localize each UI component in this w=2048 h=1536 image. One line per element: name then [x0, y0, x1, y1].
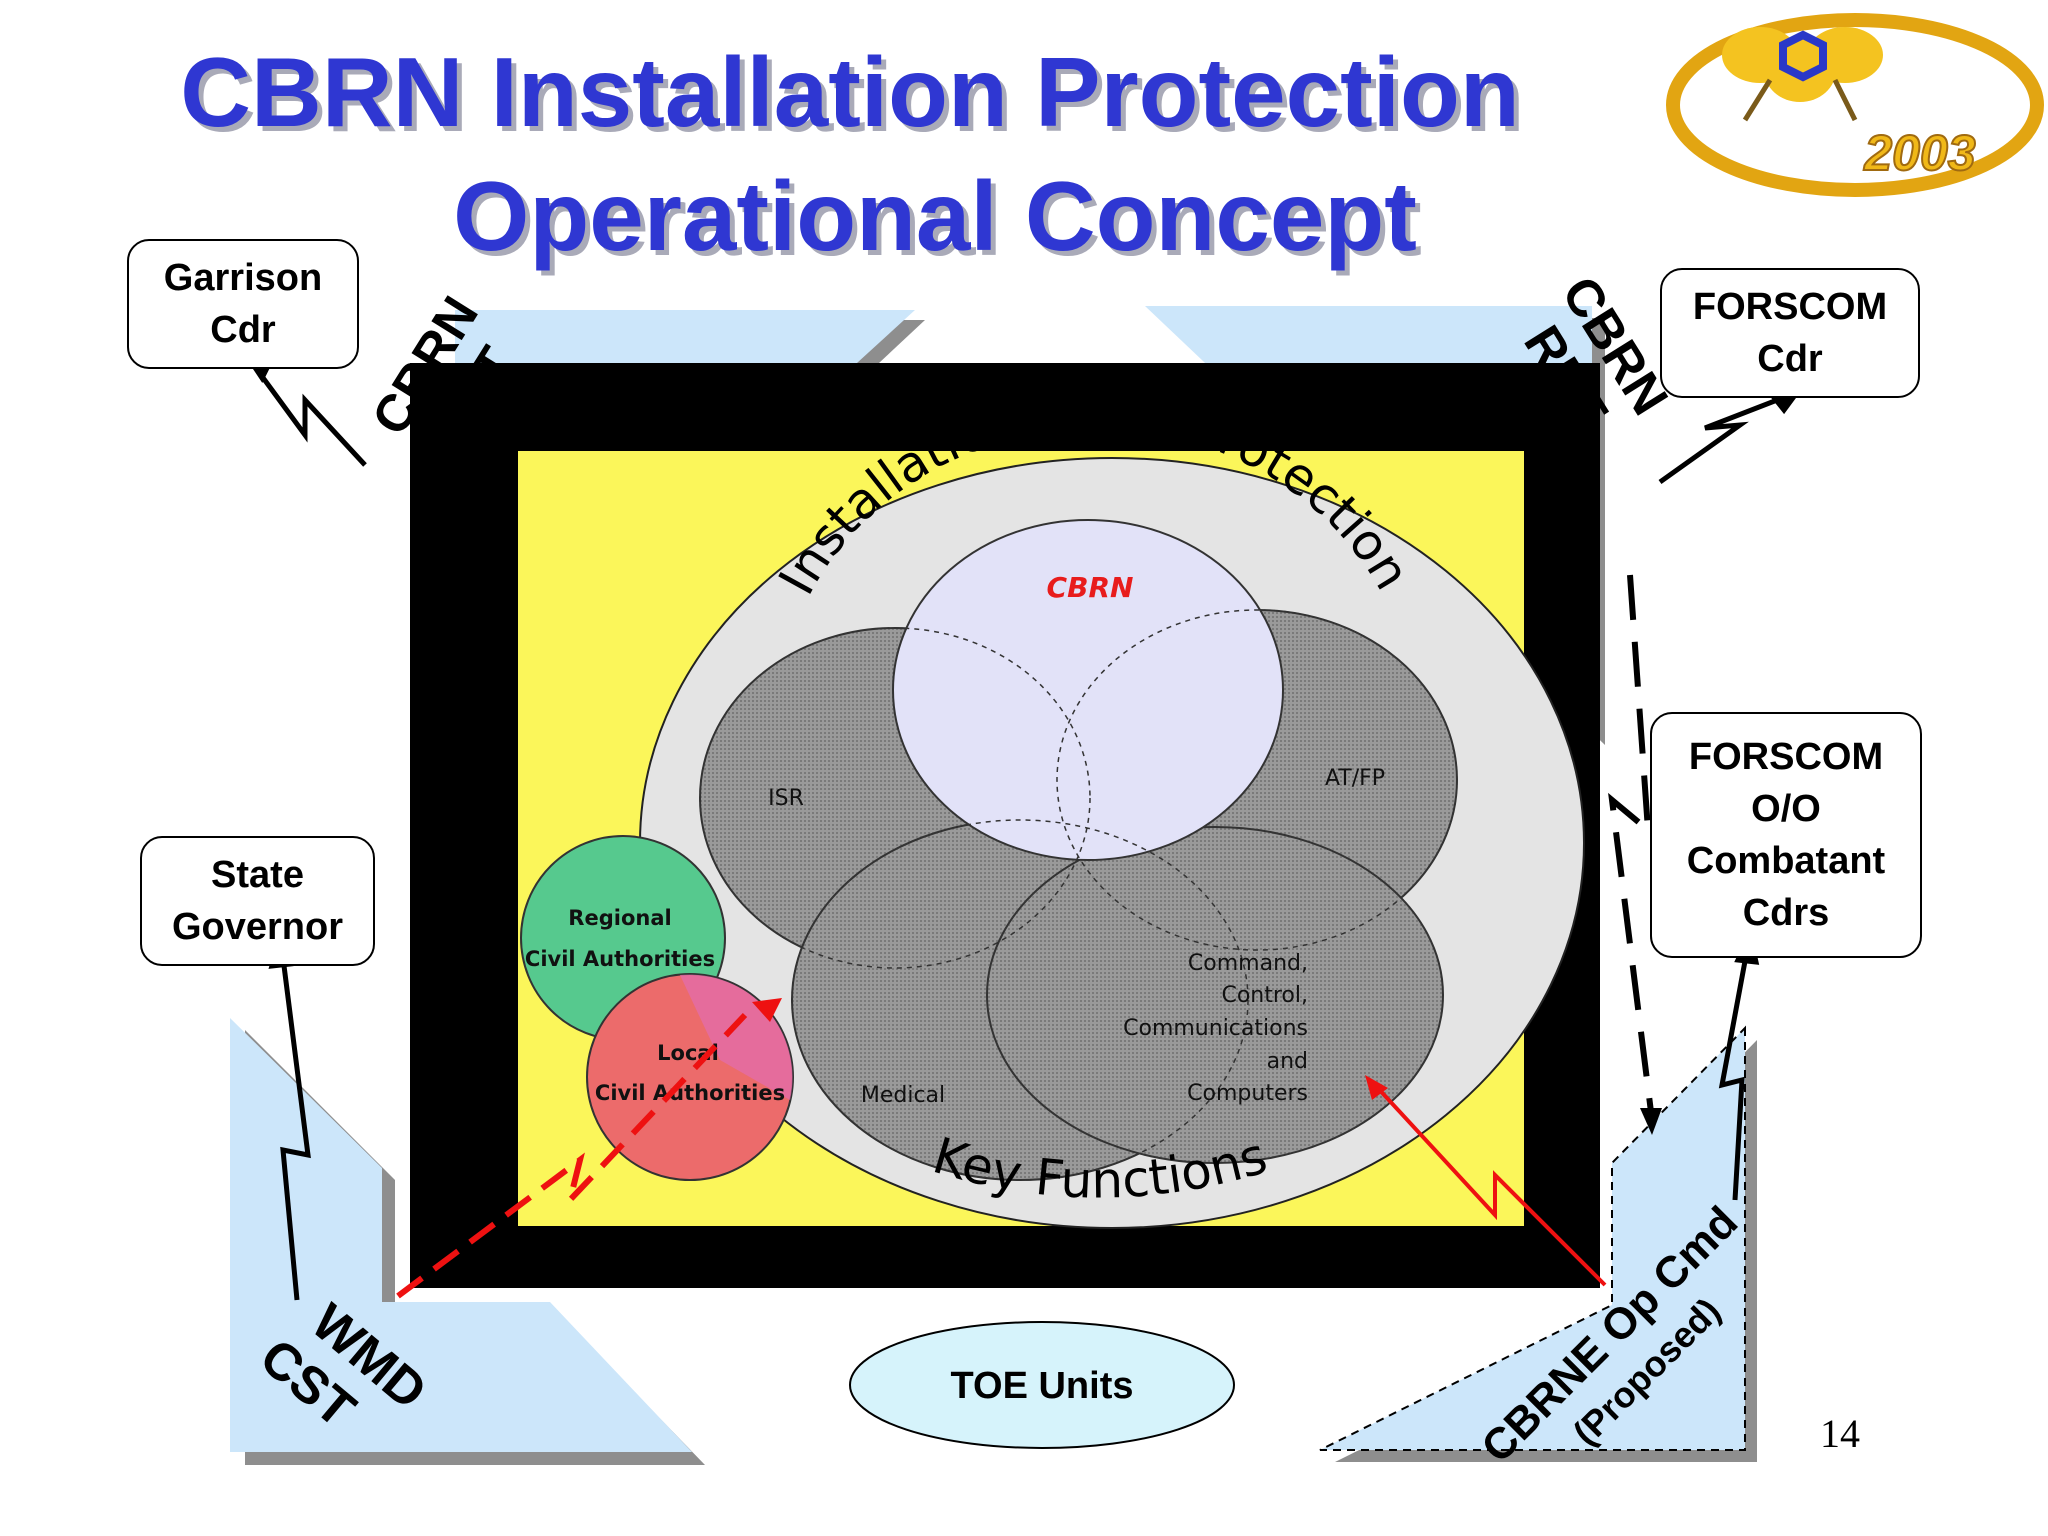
page-number: 14	[1820, 1411, 1860, 1456]
c4-label-4: and	[1267, 1049, 1308, 1074]
conference-logo: 2003	[1666, 13, 2044, 197]
overlap-dash-2	[1056, 609, 1458, 951]
overlap-dash-3	[791, 819, 1249, 1181]
dashed-arrow-rrt-to-cbrne	[1608, 574, 1655, 1121]
local-label-2: Civil Authorities	[595, 1081, 785, 1105]
toe-units-ellipse	[849, 1321, 1235, 1449]
cbrn-label: CBRN	[1047, 571, 1134, 604]
c4-label-1: Command,	[1188, 951, 1308, 976]
medical-label: Medical	[861, 1083, 945, 1108]
logo-year: 2003	[1863, 125, 1975, 181]
panel-wmd-cst	[230, 1018, 692, 1452]
dashed-arrowhead	[1640, 1108, 1662, 1135]
atfp-label: AT/FP	[1325, 766, 1385, 791]
c4-label-2: Control,	[1221, 983, 1308, 1008]
c4-circle	[986, 826, 1444, 1164]
red-arrow-cbrne	[1373, 1083, 1607, 1287]
red-dashed-arrow-wmd	[396, 1012, 748, 1299]
regional-label-1: Regional	[568, 906, 671, 930]
overlap-dash-1	[699, 627, 1091, 969]
c4-label-5: Computers	[1187, 1081, 1308, 1106]
panel-cbrne-op-cmd	[1319, 1025, 1746, 1451]
slide-title-line-2: Operational Concept	[453, 161, 1417, 271]
slide-title-line-1: CBRN Installation Protection	[180, 37, 1520, 147]
civil-overlap-pink	[680, 974, 793, 1100]
lightning-garrison	[239, 349, 367, 467]
red-arrowhead-wmd	[752, 998, 782, 1022]
lightning-forscom-cdr	[1658, 387, 1804, 485]
c4-label-3: Communications	[1123, 1016, 1308, 1041]
red-arrowhead-cbrne	[1365, 1075, 1388, 1100]
regional-label-2: Civil Authorities	[525, 947, 715, 971]
isr-label: ISR	[768, 786, 804, 811]
toe-units-label: TOE Units	[951, 1365, 1134, 1407]
cbrn-circle	[892, 519, 1284, 861]
